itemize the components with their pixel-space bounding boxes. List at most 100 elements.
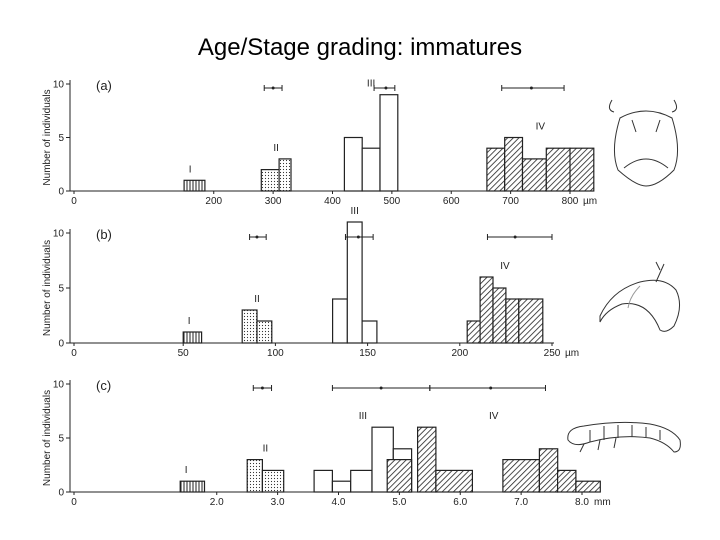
x-tick-label: 2.0 <box>210 497 224 508</box>
stage-label: II <box>263 444 269 455</box>
y-tick-label: 10 <box>53 229 65 240</box>
histogram-bar <box>350 469 373 493</box>
histogram-bar <box>343 136 363 192</box>
range-mean-dot <box>379 386 383 390</box>
y-tick-label: 5 <box>58 133 64 144</box>
x-tick-label: 250 <box>544 348 561 359</box>
x-tick-label: 400 <box>324 196 341 207</box>
histogram-bar <box>538 448 559 493</box>
larva-illustration <box>567 421 681 453</box>
panel-label: (c) <box>96 378 111 393</box>
range-mean-dot <box>384 86 388 90</box>
histogram-bar <box>435 469 473 493</box>
stage-label: I <box>188 316 191 327</box>
x-unit-label: mm <box>594 497 611 508</box>
histogram-bar <box>479 276 494 344</box>
stage-label: III <box>359 411 367 422</box>
histogram-bar <box>504 136 524 192</box>
histogram-bar <box>417 426 437 493</box>
x-tick-label: 0 <box>71 196 77 207</box>
histogram-bar <box>569 147 595 192</box>
histogram-bar <box>505 298 520 344</box>
histogram-bar <box>466 320 481 344</box>
y-tick-label: 10 <box>53 380 65 391</box>
histogram-bar <box>518 298 544 344</box>
histogram-bar <box>261 469 285 493</box>
x-tick-label: 300 <box>265 196 282 207</box>
stage-label: II <box>273 143 279 154</box>
histogram-bar <box>545 147 571 192</box>
x-tick-label: 500 <box>384 196 401 207</box>
x-tick-label: 5.0 <box>392 497 406 508</box>
histogram-bar <box>331 480 352 493</box>
x-tick-label: 50 <box>178 348 190 359</box>
histogram-bar <box>179 480 206 493</box>
slide-title: Age/Stage grading: immatures <box>197 34 523 61</box>
x-tick-label: 150 <box>359 348 376 359</box>
range-mean-dot <box>489 386 493 390</box>
range-mean-dot <box>529 86 533 90</box>
histogram-bar <box>361 147 381 192</box>
stage-label: I <box>185 465 188 476</box>
range-mean-dot <box>255 235 259 239</box>
x-tick-label: 100 <box>267 348 284 359</box>
stage-label: IV <box>500 261 510 272</box>
histogram-bar <box>183 179 206 192</box>
mandible-illustration <box>599 261 680 332</box>
histogram-bar <box>182 331 203 344</box>
x-tick-label: 600 <box>443 196 460 207</box>
histogram-bar <box>246 459 263 493</box>
stage-label: III <box>367 79 375 90</box>
histogram-bar <box>278 158 292 192</box>
x-unit-label: µm <box>565 348 579 359</box>
y-tick-label: 10 <box>53 80 65 91</box>
stage-label: IV <box>536 122 546 133</box>
x-unit-label: µm <box>583 196 597 207</box>
x-tick-label: 8.0 <box>575 497 589 508</box>
y-axis-title: Number of individuals <box>42 240 53 336</box>
head-capsule-illustration <box>608 99 678 187</box>
y-axis-title: Number of individuals <box>42 390 53 486</box>
histogram-bar <box>361 320 378 344</box>
histogram-bar <box>332 298 349 344</box>
histogram-bar <box>556 469 577 493</box>
x-tick-label: 700 <box>502 196 519 207</box>
x-tick-label: 200 <box>451 348 468 359</box>
histogram-bar <box>313 469 334 493</box>
histogram-bar <box>492 287 507 344</box>
x-tick-label: 0 <box>71 497 77 508</box>
stage-label: I <box>189 164 192 175</box>
histogram-bar <box>256 320 273 344</box>
stage-label: IV <box>489 411 499 422</box>
x-tick-label: 0 <box>71 348 77 359</box>
x-tick-label: 7.0 <box>514 497 528 508</box>
histogram-bar <box>486 147 506 192</box>
histogram-bar <box>379 94 399 192</box>
x-tick-label: 4.0 <box>332 497 346 508</box>
y-tick-label: 0 <box>58 187 64 198</box>
histogram-bar <box>386 459 413 493</box>
histogram-bar <box>346 221 363 344</box>
x-tick-label: 200 <box>205 196 222 207</box>
y-axis-title: Number of individuals <box>42 89 53 185</box>
range-mean-dot <box>356 235 360 239</box>
histogram-bar <box>241 309 258 344</box>
x-tick-label: 800 <box>562 196 579 207</box>
range-mean-dot <box>271 86 275 90</box>
y-tick-label: 0 <box>58 339 64 350</box>
range-mean-dot <box>260 386 264 390</box>
histogram-bar <box>521 158 547 192</box>
x-tick-label: 6.0 <box>453 497 467 508</box>
histogram-bar <box>260 169 280 192</box>
x-tick-label: 3.0 <box>271 497 285 508</box>
y-tick-label: 5 <box>58 284 64 295</box>
panel-label: (a) <box>96 78 112 93</box>
histogram-bar <box>502 459 540 493</box>
y-tick-label: 0 <box>58 488 64 499</box>
stage-label: II <box>254 294 260 305</box>
